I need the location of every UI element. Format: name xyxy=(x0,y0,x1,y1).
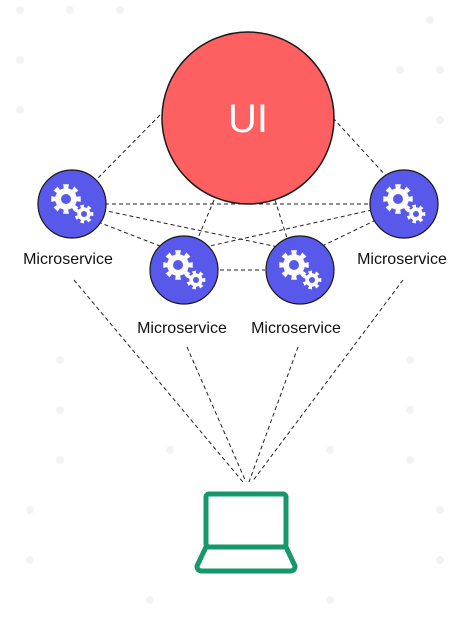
laptop-icon xyxy=(194,491,298,574)
microservice-label: Microservice xyxy=(137,320,227,337)
ui-node: UI xyxy=(161,31,335,205)
connector-ui-ms1 xyxy=(97,114,161,179)
microservice-node-2: Microservice xyxy=(137,235,227,337)
large-gear-shape xyxy=(163,250,193,280)
small-gear-shape xyxy=(74,204,94,224)
large-gear-shape xyxy=(383,184,413,214)
microservice-label: Microservice xyxy=(357,251,447,268)
background-dots xyxy=(16,6,444,604)
connector-ms4-laptop xyxy=(251,279,404,483)
connector-ms4-ms2 xyxy=(204,209,373,248)
large-gear-shape xyxy=(51,184,81,214)
connector-ms3-laptop xyxy=(248,346,299,483)
small-gear-shape xyxy=(406,204,426,224)
connector-ms1-ms2 xyxy=(97,221,161,247)
gears-icon xyxy=(383,184,426,224)
microservice-node-4: Microservice xyxy=(357,169,447,268)
connector-ui-ms3 xyxy=(274,199,288,239)
connector-ms4-ms3 xyxy=(317,219,377,249)
microservice-node-1: Microservice xyxy=(23,169,113,268)
gears-icon xyxy=(163,250,206,290)
connector-ms2-laptop xyxy=(186,346,247,483)
ui-circle xyxy=(161,31,335,205)
connections xyxy=(73,114,404,483)
gears-icon xyxy=(279,250,322,290)
small-gear-shape xyxy=(302,270,322,290)
gears-icon xyxy=(51,184,94,224)
microservice-node-3: Microservice xyxy=(251,235,341,337)
ui-label: UI xyxy=(228,97,268,141)
connector-ms1-ms3 xyxy=(101,209,279,248)
connector-ui-ms4 xyxy=(332,117,389,179)
connector-ms1-laptop xyxy=(73,279,244,483)
microservice-label: Microservice xyxy=(251,320,341,337)
large-gear-shape xyxy=(279,250,309,280)
microservice-label: Microservice xyxy=(23,251,113,268)
small-gear-shape xyxy=(186,270,206,290)
